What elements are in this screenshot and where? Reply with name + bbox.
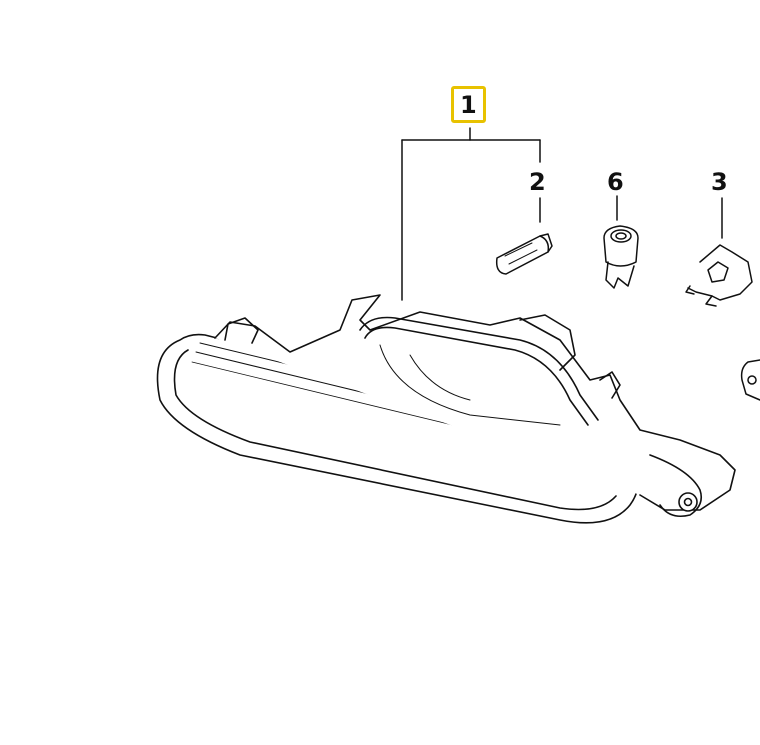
callout-1[interactable]: 1 bbox=[451, 86, 486, 123]
callout-6[interactable]: 6 bbox=[607, 170, 624, 194]
callout-1-label: 1 bbox=[460, 91, 477, 119]
callout-3[interactable]: 3 bbox=[711, 170, 728, 194]
bulb-part-2[interactable] bbox=[495, 233, 553, 275]
partial-part-right-edge[interactable] bbox=[740, 359, 760, 401]
callout-3-label: 3 bbox=[711, 168, 728, 196]
retaining-clip-part-3[interactable] bbox=[685, 244, 753, 307]
callout-2[interactable]: 2 bbox=[529, 170, 546, 194]
callout-2-label: 2 bbox=[529, 168, 546, 196]
leader-lines bbox=[401, 127, 723, 301]
callout-6-label: 6 bbox=[607, 168, 624, 196]
bulb-socket-part-6[interactable] bbox=[603, 225, 639, 289]
fog-light-assembly[interactable] bbox=[156, 294, 736, 524]
